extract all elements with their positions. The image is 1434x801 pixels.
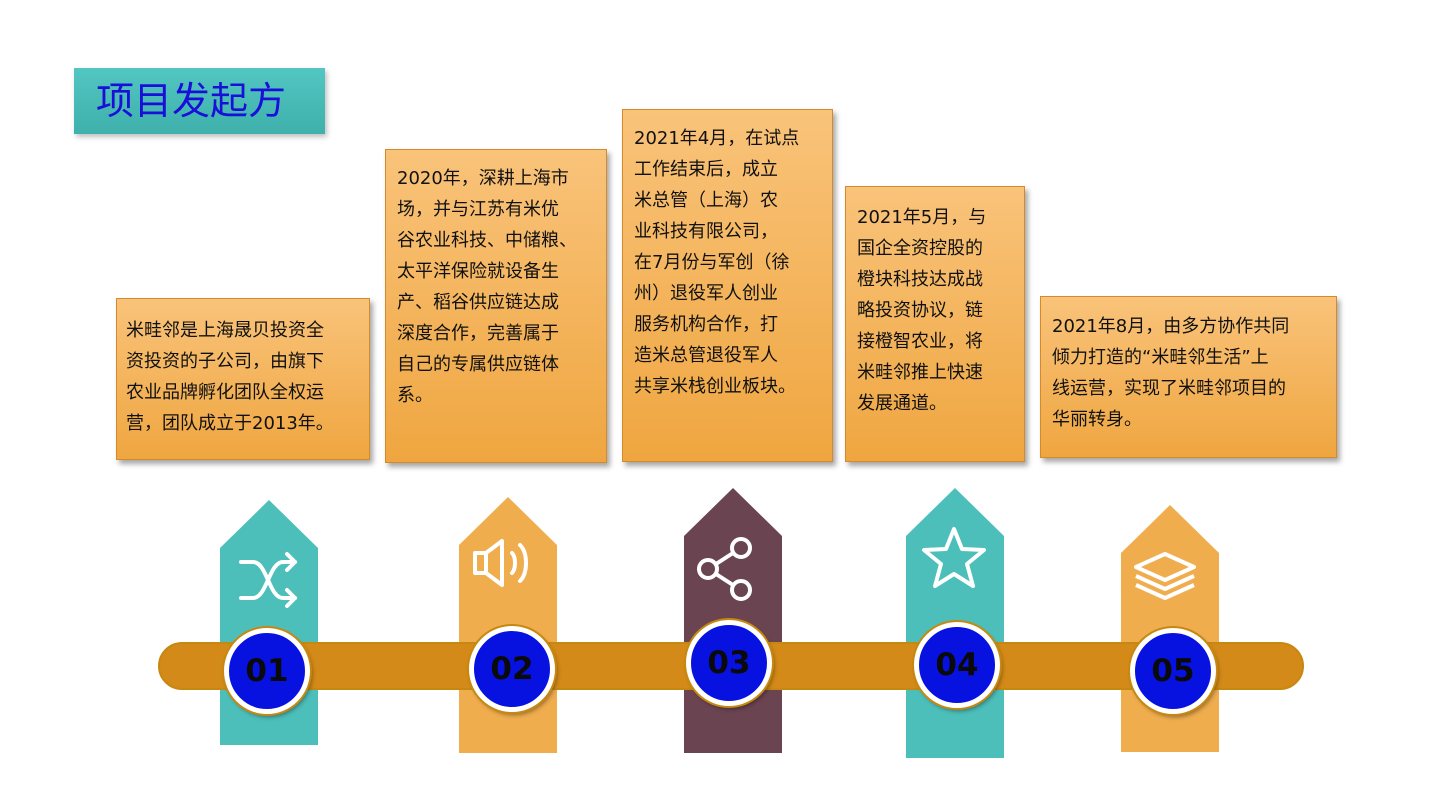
milestone-card-02: 2020年，深耕上海市 场，并与江苏有米优 谷农业科技、中储粮、 太平洋保险就设… xyxy=(385,149,607,463)
milestone-text-03: 2021年4月，在试点 工作结束后，成立 米总管（上海）农 业科技有限公司， 在… xyxy=(634,128,800,397)
milestone-text-02: 2020年，深耕上海市 场，并与江苏有米优 谷农业科技、中储粮、 太平洋保险就设… xyxy=(397,168,577,406)
milestone-card-01: 米畦邻是上海晟贝投资全 资投资的子公司，由旗下 农业品牌孵化团队全权运 营，团队… xyxy=(116,298,370,460)
milestone-number-04: 04 xyxy=(935,647,979,683)
star-icon xyxy=(920,525,988,591)
milestone-number-03: 03 xyxy=(707,645,751,681)
milestone-text-04: 2021年5月，与 国企全资控股的 橙块科技达成战 略投资协议，链 接橙智农业，… xyxy=(857,207,987,414)
milestone-number-02: 02 xyxy=(490,651,534,687)
milestone-number-01: 01 xyxy=(245,653,289,689)
title-banner: 项目发起方 xyxy=(74,68,325,134)
milestone-badge-04: 04 xyxy=(914,622,1000,708)
milestone-badge-03: 03 xyxy=(686,620,772,706)
milestone-badge-02: 02 xyxy=(469,626,555,712)
milestone-card-05: 2021年8月，由多方协作共同 倾力打造的“米畦邻生活”上 线运营，实现了米畦邻… xyxy=(1040,296,1337,458)
layers-icon xyxy=(1132,550,1198,606)
milestone-badge-05: 05 xyxy=(1130,628,1216,714)
milestone-text-05: 2021年8月，由多方协作共同 倾力打造的“米畦邻生活”上 线运营，实现了米畦邻… xyxy=(1052,316,1290,430)
milestone-badge-01: 01 xyxy=(224,628,310,714)
milestone-pillar-02 xyxy=(459,497,557,753)
milestone-number-05: 05 xyxy=(1151,653,1195,689)
milestone-card-04: 2021年5月，与 国企全资控股的 橙块科技达成战 略投资协议，链 接橙智农业，… xyxy=(845,186,1025,462)
milestone-card-03: 2021年4月，在试点 工作结束后，成立 米总管（上海）农 业科技有限公司， 在… xyxy=(622,109,833,462)
share-icon xyxy=(695,536,757,602)
milestone-text-01: 米畦邻是上海晟贝投资全 资投资的子公司，由旗下 农业品牌孵化团队全权运 营，团队… xyxy=(126,320,334,434)
page-title: 项目发起方 xyxy=(96,79,287,123)
shuffle-icon xyxy=(237,548,301,612)
speaker-icon xyxy=(472,537,538,589)
